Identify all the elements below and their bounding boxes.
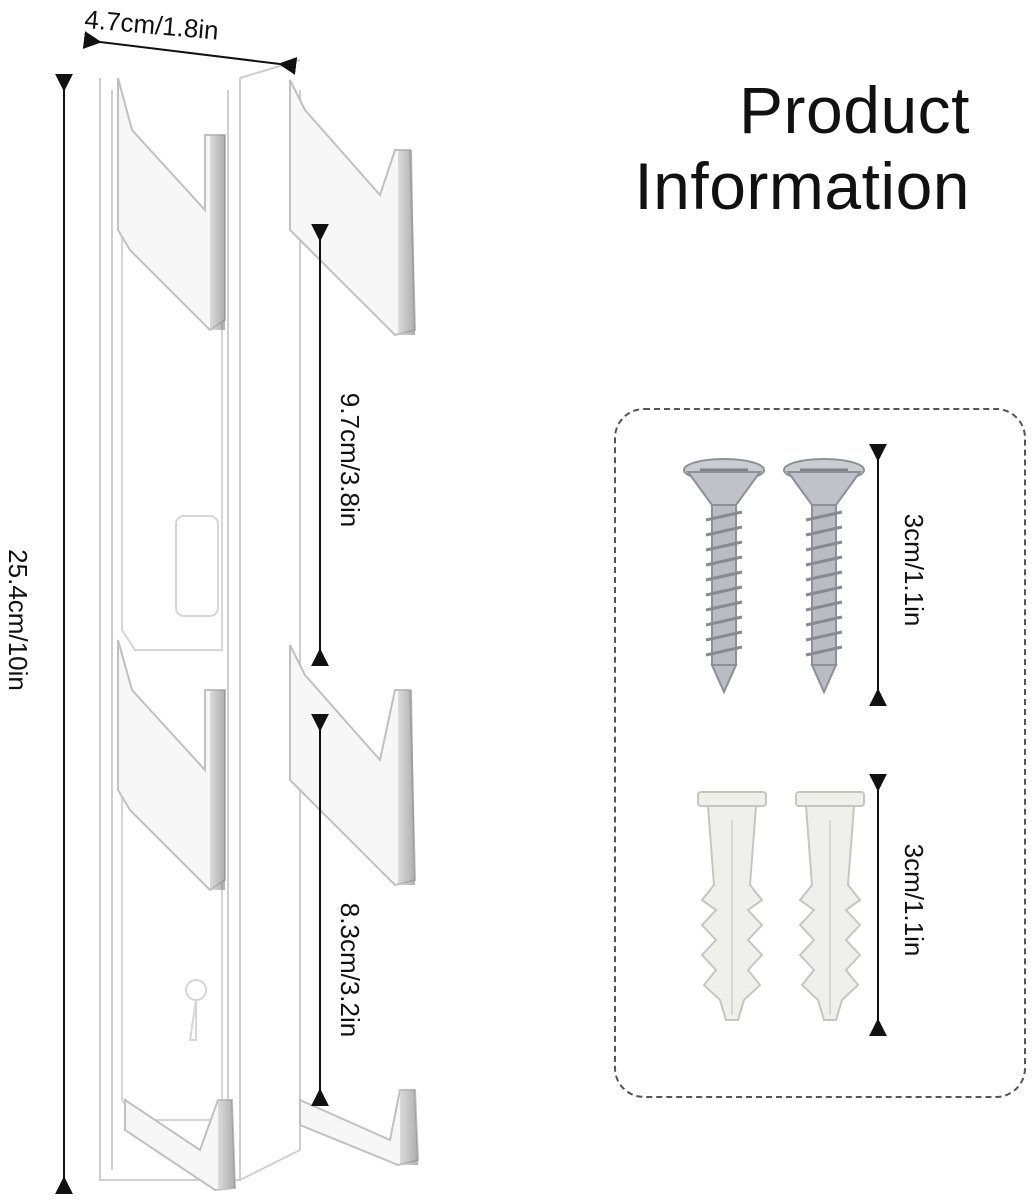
heading-line-2: Information [634,149,970,223]
hardware-accessories-box [614,408,1026,1098]
heading-line-1: Product [739,73,970,147]
rack-back-plate [99,59,301,1181]
dimension-arrow-icon [55,31,887,1195]
height-dimension-label: 25.4cm/10in [3,549,33,691]
wall-anchor-icon [697,791,865,1021]
lower-spacing-dimension-label: 8.3cm/3.2in [335,902,365,1038]
product-information-heading: Product Information [634,72,970,224]
upper-spacing-dimension-label: 9.7cm/3.8in [335,392,365,528]
rack-cutouts [121,209,223,1121]
screw-length-label: 3cm/1.1in [899,513,929,627]
rack-hook-bottom [124,1089,420,1192]
rack-hook-upper [117,77,417,337]
screw-icon [683,458,865,695]
rack-hook-lower [117,639,417,892]
anchor-length-label: 3cm/1.1in [899,843,929,957]
